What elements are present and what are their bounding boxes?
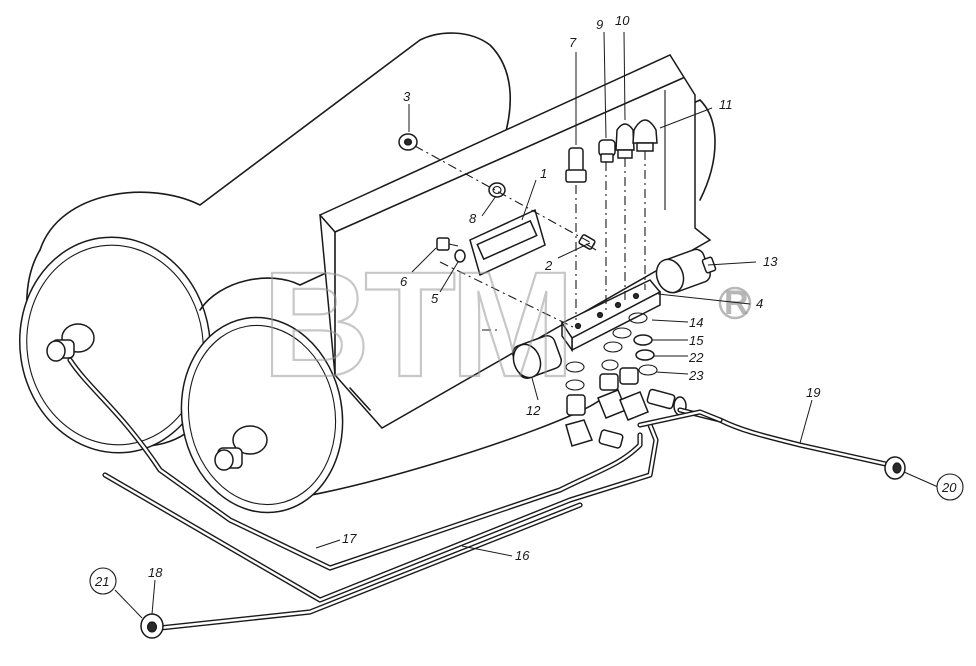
- pressure-switch-9: [598, 139, 616, 163]
- pipe-18: [157, 502, 583, 631]
- rear-tank-drain-valve: [46, 323, 95, 362]
- callout-19: 19: [806, 385, 820, 400]
- callout-9: 9: [596, 17, 603, 32]
- air-tank-front: [180, 99, 716, 514]
- fittings: [565, 367, 687, 449]
- pressure-sensor-7: [565, 147, 587, 183]
- pipe-16: [102, 422, 659, 603]
- pressure-switch-11: [632, 119, 658, 152]
- washer-5: [454, 249, 466, 263]
- callout-21: 21: [94, 574, 109, 589]
- seal-rings: [565, 312, 658, 391]
- callout-5: 5: [431, 291, 439, 306]
- mounting-plate: [469, 208, 546, 277]
- washer-8: [488, 182, 506, 198]
- callout-7: 7: [569, 35, 577, 50]
- callout-16: 16: [515, 548, 530, 563]
- pressure-switch-10: [615, 123, 635, 159]
- callout-11: 11: [719, 97, 733, 112]
- callout-3: 3: [403, 89, 411, 104]
- distribution-block: [560, 279, 662, 353]
- watermark-text: BTM: [262, 240, 569, 408]
- watermark: BTM R: [261, 239, 752, 409]
- callout-2: 2: [544, 258, 553, 273]
- callout-8: 8: [469, 211, 477, 226]
- callout-14: 14: [689, 315, 703, 330]
- callout-22: 22: [688, 350, 704, 365]
- callout-20: 20: [941, 480, 957, 495]
- callout-17: 17: [342, 531, 357, 546]
- callout-1: 1: [540, 166, 547, 181]
- callout-18: 18: [148, 565, 163, 580]
- callout-20-circle: 20: [936, 473, 964, 501]
- callout-4: 4: [756, 296, 763, 311]
- filter-canister-left: [512, 335, 562, 379]
- pipe-end-nut-18: [140, 613, 164, 639]
- pipe-end-nut-20: [884, 456, 906, 480]
- nut-3: [398, 133, 418, 151]
- filter-canister-right: [655, 248, 717, 294]
- rear-tank-end-cap: [18, 236, 212, 454]
- callout-13: 13: [763, 254, 778, 269]
- air-tank-rear: [18, 32, 512, 454]
- assembly-axis-lines: [414, 145, 646, 331]
- bolt-6: [436, 237, 459, 251]
- pipe-19: [637, 407, 893, 468]
- callout-15: 15: [689, 333, 704, 348]
- callout-21-circle: 21: [89, 567, 117, 595]
- pipe-17: [67, 357, 643, 571]
- callout-23: 23: [688, 368, 704, 383]
- front-tank-drain-valve: [214, 425, 268, 471]
- callout-labels: 1 2 3 4 5 6 7 8 9 10 11 12 13 14 15 16 1…: [89, 13, 964, 595]
- callout-12: 12: [526, 403, 541, 418]
- callout-10: 10: [615, 13, 630, 28]
- callout-6: 6: [400, 274, 408, 289]
- leader-lines: [114, 31, 939, 619]
